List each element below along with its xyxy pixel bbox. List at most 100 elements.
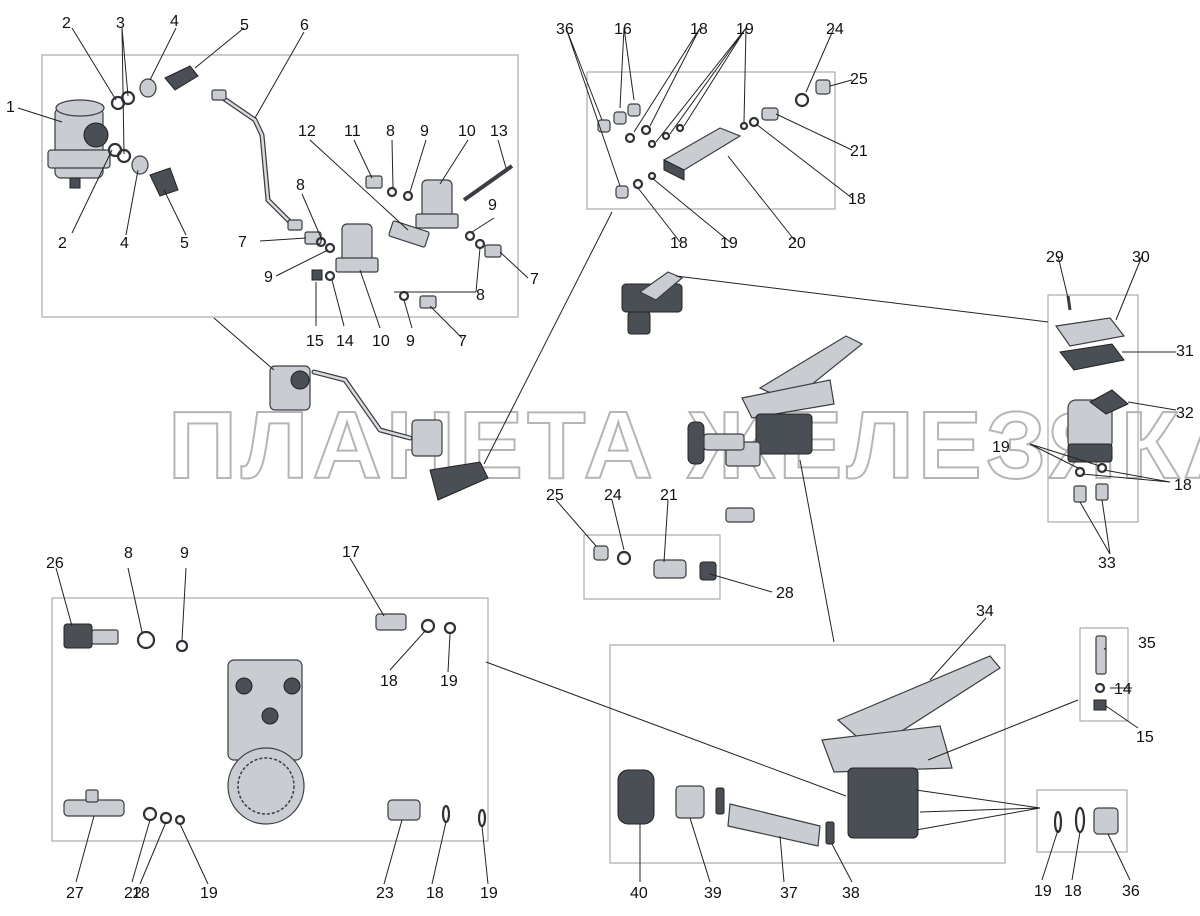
part-18-ring-f [420, 618, 436, 634]
callout-28: 28 [776, 585, 794, 602]
part-25-nut-top [815, 79, 831, 95]
part-1-valve-body [47, 99, 111, 189]
part-18-ring-h [441, 804, 451, 824]
part-14-washer-b [1094, 682, 1106, 694]
callout-8-right: 8 [476, 287, 485, 304]
callout-18-manifold: 18 [848, 191, 866, 208]
part-19-ring-c [675, 123, 685, 133]
callout-14-top: 14 [336, 333, 354, 350]
callout-19-bottom-c: 19 [1034, 883, 1052, 900]
part-8-washer-c [474, 238, 486, 250]
part-33-fitting-b [1095, 483, 1109, 501]
frame-valve-assembly [41, 54, 519, 318]
part-14-washer [324, 270, 336, 282]
assembled-valve-unit [269, 365, 489, 501]
callout-37: 37 [780, 885, 798, 902]
part-22-washer [142, 806, 158, 822]
part-19-ring-a [647, 139, 657, 149]
part-9-washer-e [175, 639, 189, 653]
callout-18-right: 18 [1174, 477, 1192, 494]
callout-31: 31 [1176, 343, 1194, 360]
callout-9-left: 9 [264, 269, 273, 286]
part-24-washer [616, 550, 632, 566]
frame-pedal-assembly [609, 644, 1006, 864]
callout-13: 13 [490, 123, 508, 140]
part-32-hand-valve [1067, 389, 1129, 463]
callout-21-middle: 21 [660, 487, 678, 504]
callout-36-top: 36 [556, 21, 574, 38]
part-12-bracket [388, 220, 430, 248]
callout-1: 1 [6, 99, 15, 116]
callout-4-top: 4 [170, 13, 179, 30]
part-15-nut [311, 269, 323, 281]
callout-18-top: 18 [690, 21, 708, 38]
callout-39: 39 [704, 885, 722, 902]
callout-18-bottom-c: 18 [1064, 883, 1082, 900]
part-28-clip [699, 561, 717, 581]
callout-14-right: 14 [1114, 681, 1132, 698]
callout-22: 22 [124, 885, 142, 902]
callout-2-bottom: 2 [58, 235, 67, 252]
part-18-ring-i [1074, 806, 1086, 834]
part-33-fitting-a [1073, 485, 1087, 503]
callout-19-lower-a: 19 [440, 673, 458, 690]
callout-6: 6 [300, 17, 309, 34]
part-23-fitting [387, 799, 421, 821]
callout-11: 11 [344, 123, 361, 140]
callout-18-bottom-a: 18 [132, 885, 150, 902]
part-39-plunger [675, 785, 705, 819]
assembled-brake-valve [227, 659, 305, 825]
callout-19-top: 19 [736, 21, 754, 38]
part-7-fitting-b [484, 244, 502, 258]
callout-5-bottom: 5 [180, 235, 189, 252]
callout-labels: 1 2 2 3 4 4 5 5 6 7 7 7 8 8 8 8 9 9 9 9 … [6, 13, 1194, 902]
pedal-assembly-parts [617, 635, 1119, 847]
part-19-ring-f [1096, 462, 1108, 474]
callout-7-right: 7 [530, 271, 539, 288]
frame-fitting [583, 534, 721, 600]
callout-33: 33 [1098, 555, 1116, 572]
assembled-hand-valve [621, 271, 684, 335]
assembled-brake-pedal [687, 335, 864, 467]
part-35-bolt [1095, 635, 1107, 675]
part-8-washer-d [136, 630, 156, 650]
callout-29: 29 [1046, 249, 1064, 266]
callout-30: 30 [1132, 249, 1150, 266]
part-36-plug-c [1093, 807, 1119, 835]
watermark: ПЛАНЕТА ЖЕЛЕЗЯКА [168, 392, 1200, 499]
part-18-ring-d [632, 178, 644, 190]
part-20-manifold-block [662, 127, 742, 171]
callout-9-top: 9 [420, 123, 429, 140]
part-18-ring-b [640, 124, 652, 136]
frame-hand-valve [1047, 294, 1139, 523]
part-38-spring [825, 821, 835, 845]
part-9-washer-d [398, 290, 410, 302]
callout-7-bottom: 7 [458, 333, 467, 350]
callout-9-bottom: 9 [406, 333, 415, 350]
part-40-boot [617, 769, 655, 825]
part-25-nut [593, 545, 609, 561]
callout-4-bottom: 4 [120, 235, 129, 252]
part-19-ring-e [647, 171, 657, 181]
part-4-nut-upper [139, 78, 157, 98]
part-19-ring-d [739, 121, 749, 131]
part-16-fitting-b [627, 103, 641, 117]
part-20-manifold-end [663, 159, 685, 181]
callout-19-manifold-bottom: 19 [720, 235, 738, 252]
part-10-solenoid-a [335, 223, 379, 273]
valve-assembly-parts [47, 65, 514, 309]
callout-24-middle: 24 [604, 487, 622, 504]
part-15-nut-b [1093, 699, 1107, 711]
callout-19-bottom-b: 19 [480, 885, 498, 902]
part-11-fitting [365, 175, 383, 189]
callout-35: 35 [1138, 635, 1156, 652]
callout-36-bottom: 36 [1122, 883, 1140, 900]
part-19-ring-b [661, 131, 671, 141]
frame-brake-valve-fittings [51, 597, 489, 842]
part-21-fitting [653, 559, 687, 579]
callout-15-right: 15 [1136, 729, 1154, 746]
callout-38: 38 [842, 885, 860, 902]
part-36-plug-b [615, 185, 629, 199]
callout-40: 40 [630, 885, 648, 902]
